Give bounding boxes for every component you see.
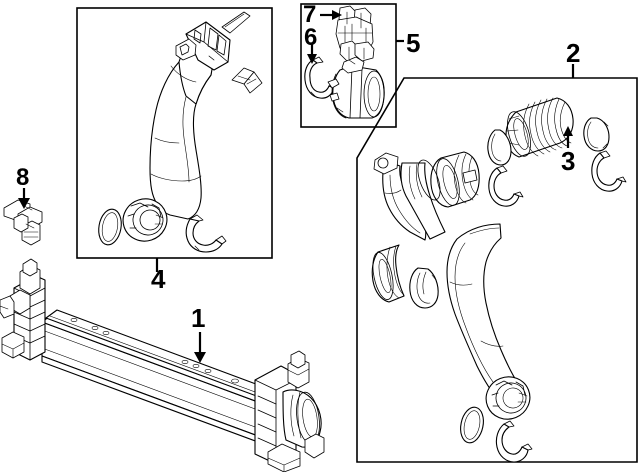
corrugated-bellows-hose bbox=[505, 97, 574, 158]
pipe-mount-bracket bbox=[373, 152, 399, 175]
callout-7-arrow bbox=[320, 10, 342, 20]
hose-clamp-left bbox=[185, 214, 227, 253]
callout-label-6: 6 bbox=[304, 24, 318, 51]
retainer-pin bbox=[231, 67, 263, 94]
callout-label-1: 1 bbox=[191, 303, 206, 333]
hose-clamp-upper-right bbox=[591, 150, 627, 192]
hose-clamp-bottom bbox=[495, 420, 533, 463]
group-box-5 bbox=[300, 3, 397, 128]
pipe-end-collar-upper bbox=[400, 159, 446, 240]
callout-label-5: 5 bbox=[406, 28, 421, 58]
callout-label-3: 3 bbox=[561, 146, 576, 176]
intercooler-core bbox=[41, 309, 273, 443]
callout-label-7: 7 bbox=[303, 1, 317, 28]
clamp-ring-lower-left bbox=[409, 267, 439, 309]
group-box-2 bbox=[356, 77, 638, 463]
right-charge-pipe-lower bbox=[446, 223, 522, 399]
hose-clamp-mid-right bbox=[488, 165, 524, 207]
duct-side-tab bbox=[175, 38, 197, 61]
ribbed-coupler bbox=[430, 151, 480, 208]
callout-label-2: 2 bbox=[566, 38, 581, 68]
callout-8-arrow bbox=[18, 188, 30, 209]
callout-3-arrow bbox=[563, 126, 573, 148]
pipe-end-collar-lower-left bbox=[371, 244, 405, 303]
diverter-valve-actuator bbox=[335, 5, 375, 62]
sealing-ring-mid bbox=[487, 129, 512, 166]
duct-connector-collar-lower bbox=[122, 198, 168, 242]
duct-connector-head-upper bbox=[185, 21, 231, 71]
callout-label-4: 4 bbox=[151, 264, 166, 294]
group-box-4 bbox=[76, 7, 273, 259]
callout-label-8: 8 bbox=[16, 164, 30, 191]
sealing-ring-upper-right bbox=[583, 117, 610, 152]
throttle-inlet-elbow bbox=[327, 56, 385, 119]
duct-connector-collar-bottom bbox=[485, 376, 531, 420]
intercooler-left-end-tank bbox=[0, 258, 46, 361]
left-charge-pipe bbox=[149, 21, 231, 220]
callout-6-arrow bbox=[307, 44, 317, 64]
retainer-clip-small bbox=[221, 11, 251, 34]
intercooler-outlet-port bbox=[282, 389, 322, 448]
right-charge-pipe-upper bbox=[373, 152, 446, 241]
sealing-oring-bottom bbox=[460, 406, 484, 444]
sealing-oring bbox=[98, 208, 122, 246]
callout-1-arrow bbox=[194, 332, 206, 363]
intercooler-right-end-tank bbox=[254, 350, 325, 472]
charge-air-sensor bbox=[3, 199, 43, 246]
